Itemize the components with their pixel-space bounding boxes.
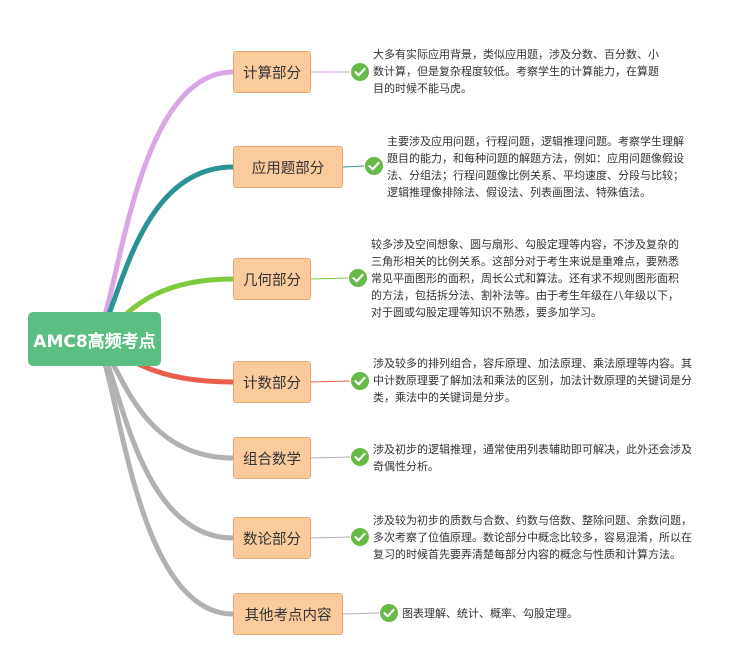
leaf-connector <box>310 277 349 280</box>
desc-line: 涉及初步的逻辑推理，通常使用列表辅助即可解决，此外还会涉及 <box>373 443 692 456</box>
desc-line: 多次考察了位值原理。数论部分中概念比较多，容易混淆，所以在 <box>373 531 692 544</box>
desc-number-theory: 涉及较为初步的质数与合数、约数与倍数、整除问题、余数问题， 多次考察了位值原理。… <box>373 512 692 563</box>
check-circle-icon <box>380 604 398 622</box>
desc-line: 题目的能力，和每种问题的解题方法，例如：应用问题像假设 <box>387 152 684 165</box>
topic-node-geometry[interactable]: 几何部分 <box>233 258 311 300</box>
desc-line: 图表理解、统计、概率、勾股定理。 <box>402 607 578 620</box>
desc-counting: 涉及较多的排列组合，容斥原理、加法原理、乘法原理等内容。其 中计数原理要了解加法… <box>373 355 692 406</box>
desc-line: 较多涉及空间想象、圆与扇形、勾股定理等内容，不涉及复杂的 <box>371 238 679 251</box>
leaf-connector <box>342 612 380 615</box>
check-circle-icon <box>351 528 369 546</box>
check-circle-icon <box>351 63 369 81</box>
desc-line: 复习的时候首先要弄清楚每部分内容的概念与性质和计算方法。 <box>373 548 681 561</box>
check-circle-icon <box>349 269 367 287</box>
desc-other: 图表理解、统计、概率、勾股定理。 <box>402 605 578 622</box>
desc-line: 涉及较多的排列组合，容斥原理、加法原理、乘法原理等内容。其 <box>373 357 692 370</box>
desc-line: 奇偶性分析。 <box>373 460 439 473</box>
desc-line: 主要涉及应用问题，行程问题，逻辑推理问题。考察学生理解 <box>387 135 684 148</box>
leaf-connector <box>310 456 351 459</box>
leaf-connector <box>342 165 365 168</box>
topic-label: 几何部分 <box>243 272 301 289</box>
desc-line: 常见平面图形的面积，周长公式和算法。还有求不规则图形面积 <box>371 272 679 285</box>
desc-line: 类，乘法中的关键词是分步。 <box>373 391 516 404</box>
root-node[interactable]: AMC8高频考点 <box>28 312 161 366</box>
check-circle-icon <box>351 372 369 390</box>
topic-label: 数论部分 <box>243 531 301 548</box>
desc-geometry: 较多涉及空间想象、圆与扇形、勾股定理等内容，不涉及复杂的 三角形相关的比例关系。… <box>371 236 679 321</box>
topic-node-word-problems[interactable]: 应用题部分 <box>233 146 343 188</box>
desc-combinatorics: 涉及初步的逻辑推理，通常使用列表辅助即可解决，此外还会涉及 奇偶性分析。 <box>373 441 692 475</box>
topic-label: 组合数学 <box>243 451 301 468</box>
desc-line: 法、分组法；行程问题像比例关系、平均速度、分段与比较； <box>387 169 684 182</box>
topic-node-calculation[interactable]: 计算部分 <box>233 51 311 93</box>
topic-node-combinatorics[interactable]: 组合数学 <box>233 437 311 479</box>
desc-line: 涉及较为初步的质数与合数、约数与倍数、整除问题、余数问题， <box>373 514 692 527</box>
check-circle-icon <box>365 157 383 175</box>
desc-line: 的方法，包括拆分法、割补法等。由于考生年级在八年级以下， <box>371 289 679 302</box>
desc-calculation: 大多有实际应用背景，类似应用题，涉及分数、百分数、小 数计算，但是复杂程度较低。… <box>373 46 659 97</box>
topic-node-number-theory[interactable]: 数论部分 <box>233 517 311 559</box>
desc-line: 大多有实际应用背景，类似应用题，涉及分数、百分数、小 <box>373 48 659 61</box>
desc-line: 中计数原理要了解加法和乘法的区别，加法计数原理的关键词是分 <box>373 374 692 387</box>
desc-line: 目的时候不能马虎。 <box>373 82 472 95</box>
topic-node-counting[interactable]: 计数部分 <box>233 361 311 403</box>
leaf-connector <box>310 536 351 539</box>
topic-label: 应用题部分 <box>251 160 325 177</box>
topic-label: 其他考点内容 <box>244 607 332 624</box>
topic-label: 计算部分 <box>243 65 301 82</box>
desc-line: 对于圆或勾股定理等知识不熟悉，要多加学习。 <box>371 306 602 319</box>
leaf-connector <box>310 380 351 383</box>
check-circle-icon <box>351 448 369 466</box>
desc-line: 三角形相关的比例关系。这部分对于考生来说是重难点，要熟悉 <box>371 255 679 268</box>
root-label: AMC8高频考点 <box>33 331 156 352</box>
desc-line: 逻辑推理像排除法、假设法、列表画图法、特殊值法。 <box>387 186 651 199</box>
topic-label: 计数部分 <box>243 375 301 392</box>
desc-line: 数计算，但是复杂程度较低。考察学生的计算能力，在算题 <box>373 65 659 78</box>
desc-word-problems: 主要涉及应用问题，行程问题，逻辑推理问题。考察学生理解 题目的能力，和每种问题的… <box>387 133 684 201</box>
topic-node-other[interactable]: 其他考点内容 <box>233 593 343 635</box>
